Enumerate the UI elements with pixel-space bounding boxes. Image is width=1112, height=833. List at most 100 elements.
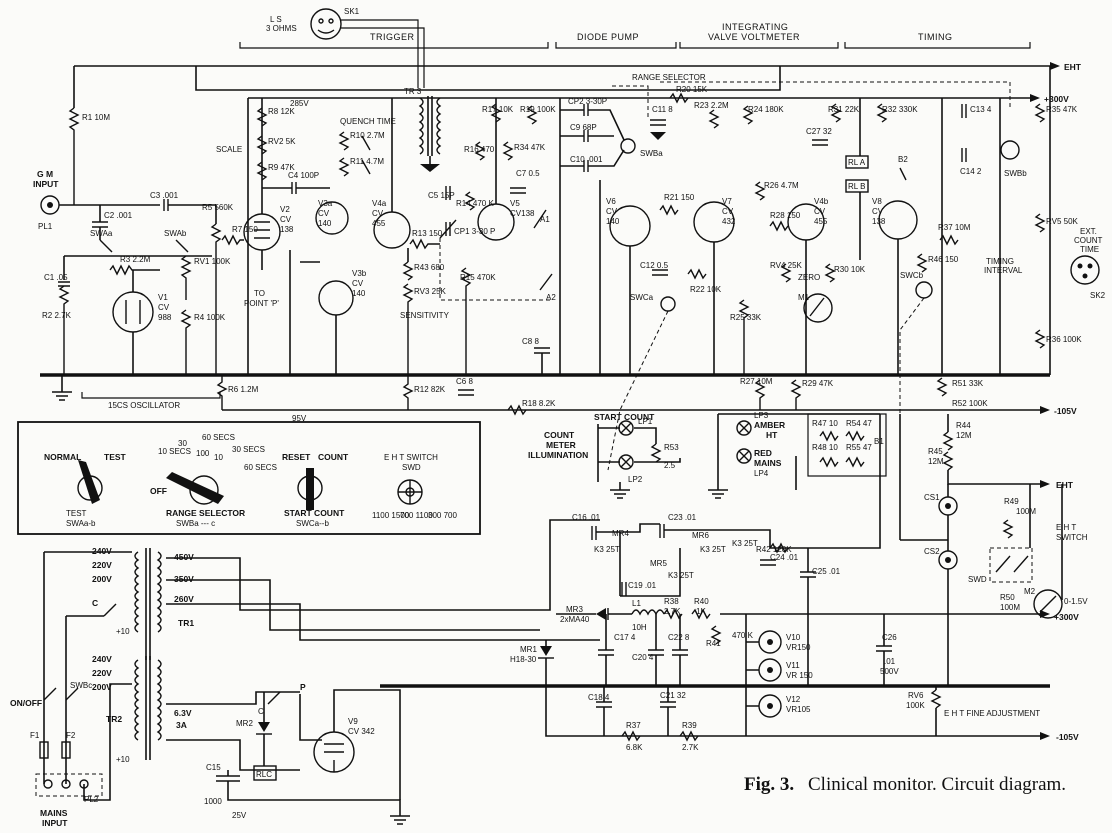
r14-label: R14 470 K	[456, 199, 494, 208]
count-meter-3: ILLUMINATION	[528, 450, 588, 460]
v3b-type-2: 140	[352, 289, 366, 298]
swb-mark-5: 10	[214, 453, 223, 462]
tr2-label: TR2	[106, 714, 122, 724]
r2-label: R2 2.7K	[42, 311, 72, 320]
c16-label: C16 .01	[572, 513, 601, 522]
tr1-tap-220: 220V	[92, 560, 112, 570]
r45-value: 12M	[928, 457, 944, 466]
count-meter-1: COUNT	[544, 430, 575, 440]
swb-mark-1: 10 SECS	[158, 447, 191, 456]
c23-label: C23 .01	[668, 513, 697, 522]
v7-type-2: 432	[722, 217, 736, 226]
r41-value: 470 K	[732, 631, 754, 640]
r16-label: R16 470	[464, 145, 495, 154]
swba-label: SWBa	[640, 149, 663, 158]
v7-name: V7	[722, 197, 732, 206]
r38-label: R38	[664, 597, 679, 606]
c14-label: C14 2	[960, 167, 982, 176]
r23-label: R23 2.2M	[694, 101, 729, 110]
r35-label: R35 47K	[1046, 105, 1078, 114]
c17-label: C17 4	[614, 633, 636, 642]
mr3-type: 2xMA40	[560, 615, 590, 624]
v7-type-1: CV	[722, 207, 734, 216]
sk1-label: SK1	[344, 7, 360, 16]
tr2-tap-220: 220V	[92, 668, 112, 678]
v6-type-2: 140	[606, 217, 620, 226]
swa-under-1: TEST	[66, 509, 87, 518]
start-count-label: START COUNT	[594, 412, 655, 422]
lamps: COUNT METER ILLUMINATION START COUNT LP1…	[528, 411, 887, 499]
diode-pump-stage: C5 15P CP1 3-30 P R16 470 R14 470 K R15 …	[428, 98, 556, 416]
r51-label: R51 33K	[952, 379, 984, 388]
top-wiring	[195, 66, 1001, 471]
c27-label: C27 32	[806, 127, 832, 136]
k3-label-4: K3 25T	[732, 539, 758, 548]
a2-label: A2	[546, 293, 556, 302]
c18-label: C18 4	[588, 693, 610, 702]
scale-label: SCALE	[216, 145, 242, 154]
red-label-1: RED	[754, 448, 772, 458]
v2-type-2: 138	[280, 225, 294, 234]
c25-label: C25 .01	[812, 567, 841, 576]
r30-label: R30 10K	[834, 265, 866, 274]
v3a-name: V3a	[318, 199, 333, 208]
r12-label: R12 82K	[414, 385, 446, 394]
v1-name: V1	[158, 293, 168, 302]
v4b-type-2: 455	[814, 217, 828, 226]
rail-minus105-low: -105V	[1056, 732, 1079, 742]
c6-label: C6 8	[456, 377, 473, 386]
v5-name: V5	[510, 199, 520, 208]
v9-type-1: CV 342	[348, 727, 375, 736]
mains-label-1: MAINS	[40, 808, 68, 818]
cs1-label: CS1	[924, 493, 940, 502]
swaa-label: SWAa	[90, 229, 113, 238]
quench-label: QUENCH TIME	[340, 117, 396, 126]
v4a-name: V4a	[372, 199, 387, 208]
v3b-type-1: CV	[352, 279, 364, 288]
timing-stage: R31 22K C27 32 RL A RL B R32 330K B2 V8 …	[806, 66, 1106, 408]
swbb-label: SWBb	[1004, 169, 1027, 178]
r3-label: R3 2.2M	[120, 255, 151, 264]
swb-mark-3: 60 SECS	[202, 433, 235, 442]
f2-label: F2	[66, 731, 76, 740]
trigger-stage: R5 560K R6 1.2M V2 CV 138 R7 150 R8 12K …	[202, 98, 450, 410]
r31-label: R31 22K	[828, 105, 860, 114]
r4-label: R4 100K	[194, 313, 226, 322]
swc-under-1: START COUNT	[284, 508, 345, 518]
v4a-type-2: 455	[372, 219, 386, 228]
rail-plus300-low: +300V	[1054, 612, 1079, 622]
v11-type: VR 150	[786, 671, 813, 680]
swab-label: SWAb	[164, 229, 187, 238]
swc-knob[interactable]	[297, 468, 323, 510]
swc-count-label: COUNT	[318, 452, 349, 462]
v3a-type-1: CV	[318, 209, 330, 218]
m1-label: M1	[798, 293, 810, 302]
ext-count-1: EXT.	[1080, 227, 1097, 236]
cp1-label: CP1 3-30 P	[454, 227, 495, 236]
r40-value: 1K	[696, 607, 706, 616]
r39-value: 2.7K	[682, 743, 699, 752]
v4b-name: V4b	[814, 197, 829, 206]
swb-knob[interactable]	[166, 472, 224, 505]
r50-label: R50	[1000, 593, 1015, 602]
figure-caption: Fig. 3. Clinical monitor. Circuit diagra…	[744, 774, 1066, 795]
lp1-label: LP1	[638, 417, 653, 426]
swa-knob[interactable]	[77, 460, 103, 504]
red-label-2: MAINS	[754, 458, 782, 468]
c13-label: C13 4	[970, 105, 992, 114]
r50-value: 100M	[1000, 603, 1020, 612]
r17-label: R17 10K	[482, 105, 514, 114]
swd-title-1: E H T SWITCH	[384, 453, 438, 462]
c19-label: C19 .01	[628, 581, 657, 590]
k3-label-2: K3 25T	[668, 571, 694, 580]
r46-label: R46 150	[928, 255, 959, 264]
on-off-label: ON/OFF	[10, 698, 42, 708]
c8-label: C8 8	[522, 337, 539, 346]
zero-label: ZERO	[798, 273, 820, 282]
r49-value: 100M	[1016, 507, 1036, 516]
r42-label: R42 120K	[756, 545, 792, 554]
swd-right-label: 300 700	[428, 511, 457, 520]
k3-label-1: K3 25T	[594, 545, 620, 554]
b2-label: B2	[898, 155, 908, 164]
swd-knob[interactable]	[397, 479, 423, 505]
